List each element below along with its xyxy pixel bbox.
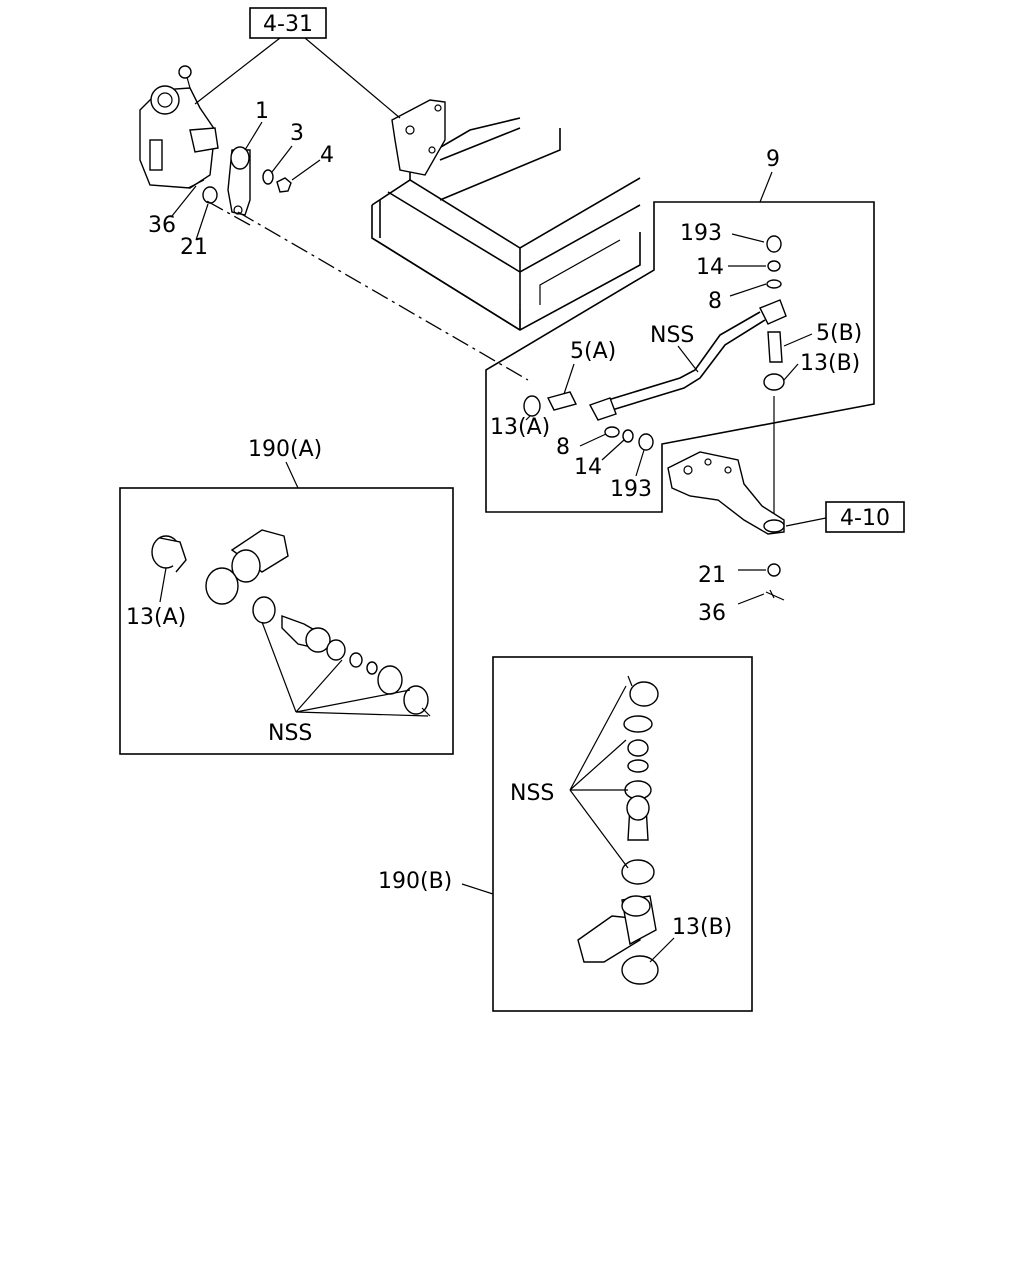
leader-nss-tube	[677, 345, 699, 373]
cotter-pin-36-lower	[765, 589, 785, 601]
detail-b-box	[492, 656, 753, 1012]
leader-9	[759, 171, 773, 203]
leader-193-lower	[635, 449, 645, 477]
center-line-upper	[237, 211, 529, 381]
callout-nss-tube: NSS	[650, 323, 694, 348]
leader-4	[291, 159, 321, 181]
detail-b-leader	[461, 883, 494, 895]
seal-8-upper	[766, 279, 782, 289]
boot-13b-main	[763, 373, 785, 391]
callout-9: 9	[766, 147, 780, 172]
leader-8-upper	[729, 283, 767, 297]
ref-box-4-31: 4-31	[194, 7, 401, 119]
ref-label-4-31: 4-31	[263, 12, 313, 37]
ref-label-4-10: 4-10	[840, 506, 890, 531]
callout-36-upper: 36	[148, 213, 176, 238]
steering-gear	[139, 65, 219, 189]
detail-a-parts	[151, 529, 431, 717]
leader-3	[271, 145, 293, 173]
frame-bracket	[391, 99, 446, 176]
detail-b-parts	[577, 675, 659, 985]
idler-arm	[667, 451, 785, 535]
detail-b-part-13b: 13(B)	[672, 915, 732, 940]
callout-21-upper: 21	[180, 235, 208, 260]
callout-8-upper: 8	[708, 289, 722, 314]
seal-8-lower	[604, 426, 620, 438]
plug-193-upper	[766, 235, 782, 253]
leader-36-upper	[171, 185, 197, 217]
spring-14-lower	[622, 429, 634, 443]
center-line-short	[204, 199, 251, 226]
leader-1	[244, 121, 263, 151]
callout-14-lower: 14	[574, 455, 602, 480]
detail-a-part-13a: 13(A)	[126, 605, 186, 630]
detail-b-title: 190(B)	[378, 869, 452, 894]
ball-stud-5a	[546, 391, 578, 411]
detail-b-nss: NSS	[510, 781, 554, 806]
leader-5b	[783, 333, 813, 347]
leader-21-upper	[195, 203, 209, 241]
callout-3: 3	[290, 121, 304, 146]
callout-193-upper: 193	[680, 221, 722, 246]
detail-b-nss-leaders	[569, 685, 629, 869]
leader-13a	[525, 415, 531, 421]
callout-21-lower: 21	[698, 563, 726, 588]
leader-14-lower	[601, 439, 625, 461]
leader-8-lower	[579, 433, 607, 447]
cotter-pin-36-upper	[187, 179, 205, 189]
detail-a-box	[119, 487, 454, 755]
nut-4	[276, 177, 292, 193]
callout-13a: 13(A)	[490, 415, 550, 440]
callout-5a: 5(A)	[570, 339, 616, 364]
detail-a-nss-leaders	[261, 621, 429, 717]
leader-193-upper	[731, 233, 765, 243]
callout-8-lower: 8	[556, 435, 570, 460]
leader-5a	[563, 363, 575, 395]
boot-13a-main	[523, 395, 541, 417]
detail-a-nss: NSS	[268, 721, 312, 746]
leader-36-lower	[737, 593, 765, 605]
detail-a-leader	[285, 461, 299, 489]
detail-b-leader-13b	[649, 937, 675, 963]
plug-193-lower	[638, 433, 654, 451]
callout-13b: 13(B)	[800, 351, 860, 376]
callout-36-lower: 36	[698, 601, 726, 626]
callout-4: 4	[320, 143, 334, 168]
ball-stud-5b	[767, 331, 783, 363]
washer-3	[262, 169, 274, 185]
callout-1: 1	[255, 99, 269, 124]
assembly-9-outline	[485, 201, 875, 513]
leader-13b	[783, 363, 799, 381]
nut-21-upper	[202, 186, 218, 204]
nut-21-lower	[767, 563, 781, 577]
detail-a-title: 190(A)	[248, 437, 322, 462]
ref-box-4-10: 4-10	[785, 501, 905, 533]
drag-link-tube	[588, 299, 787, 421]
callout-14-upper: 14	[696, 255, 724, 280]
pitman-arm	[227, 146, 251, 216]
spring-14-upper	[767, 260, 781, 272]
callout-193-lower: 193	[610, 477, 652, 502]
callout-5b: 5(B)	[816, 321, 862, 346]
detail-a-leader-13a	[159, 567, 167, 603]
